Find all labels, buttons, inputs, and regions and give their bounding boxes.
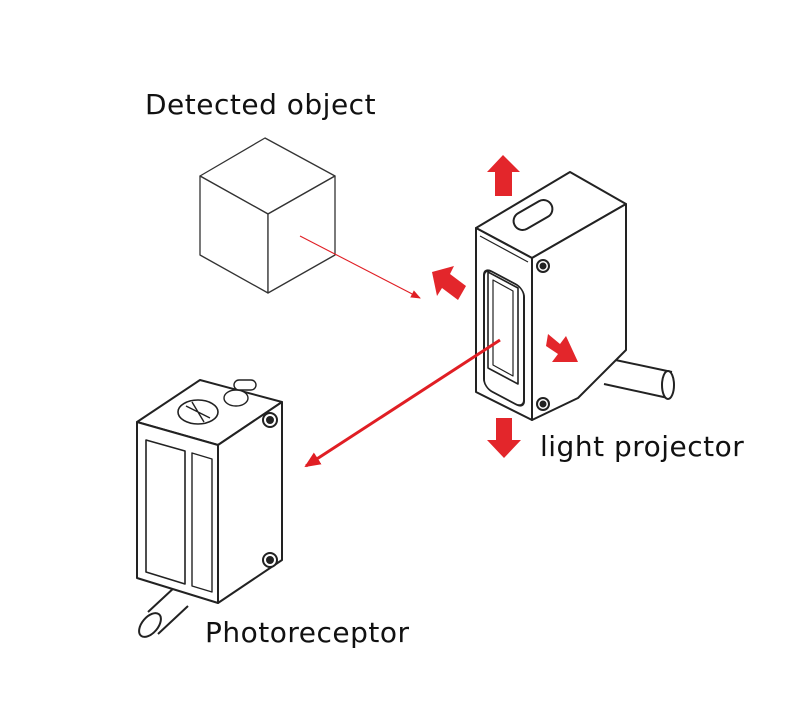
cube-object-icon (199, 137, 336, 294)
receptor-device-icon (136, 379, 283, 638)
reflection-ray (299, 235, 421, 299)
light-beam (304, 338, 501, 468)
photoreceptor-label: Photoreceptor (205, 616, 410, 649)
adjust-arrow-icon (432, 155, 578, 458)
detected-object-label: Detected object (145, 88, 377, 121)
projector-device-icon (475, 171, 675, 421)
light-projector-label: light projector (540, 430, 745, 463)
